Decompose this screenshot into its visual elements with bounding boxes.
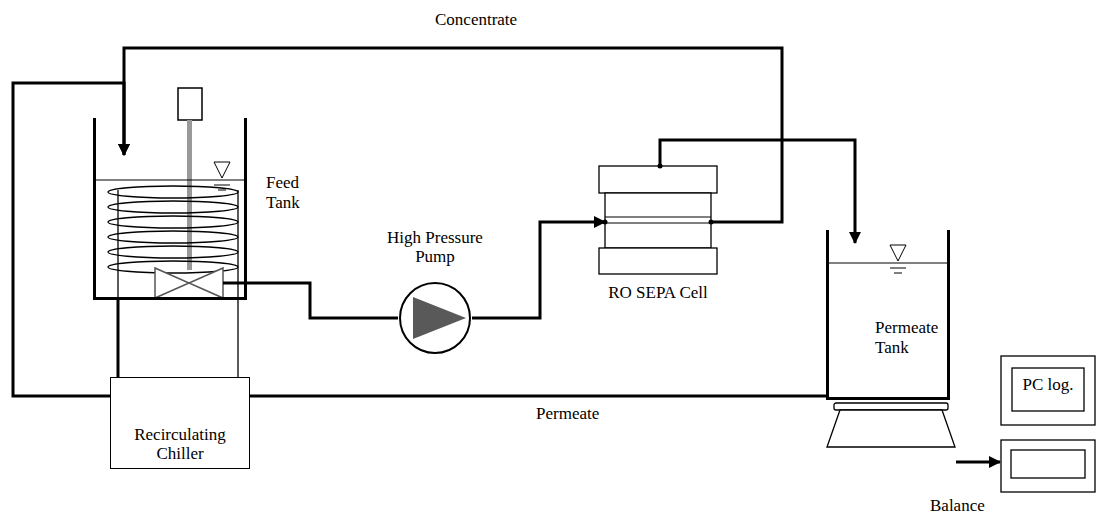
stirrer-motor: [178, 88, 202, 120]
cooling-coil: [108, 186, 238, 273]
pipe-connector: [247, 283, 398, 318]
node-label: Feed Tank: [266, 173, 318, 212]
water-level: [829, 263, 947, 264]
balance: Balance: [826, 402, 956, 448]
node-label: Recirculating Chiller: [111, 425, 249, 464]
flow-label: Permeate: [533, 404, 602, 424]
node-label: Permeate Tank: [875, 318, 947, 357]
pipe-connector: [117, 300, 120, 377]
pump-shape: [398, 281, 472, 355]
pump: High Pressure Pump: [398, 281, 472, 355]
pipe-connector: [956, 461, 1000, 464]
ro-cell: RO SEPA Cell: [598, 165, 718, 275]
chiller-box: Recirculating Chiller: [110, 377, 250, 469]
balance-shape: [826, 402, 956, 448]
level-symbol: [214, 162, 230, 178]
feed-tank: Feed Tank: [93, 118, 247, 300]
valve-symbol: [155, 268, 223, 298]
flow-label: Concentrate: [432, 10, 520, 30]
stirrer-shaft: [187, 120, 192, 270]
pc-logger: PC log.: [1000, 355, 1096, 493]
node-label: High Pressure Pump: [380, 228, 490, 267]
node-label: RO SEPA Cell: [578, 283, 738, 303]
pipe-connector: [13, 83, 826, 396]
coolant-line: [117, 190, 118, 300]
pipe: [223, 282, 247, 285]
permeate-tank: Permeate Tank: [826, 230, 950, 400]
level-symbol: [890, 245, 906, 261]
water-level: [96, 180, 244, 181]
node-label: Balance: [930, 496, 985, 514]
pipe-connector: [472, 222, 605, 318]
ro-cell-shape: [598, 165, 718, 275]
node-label: PC log.: [1012, 375, 1084, 395]
